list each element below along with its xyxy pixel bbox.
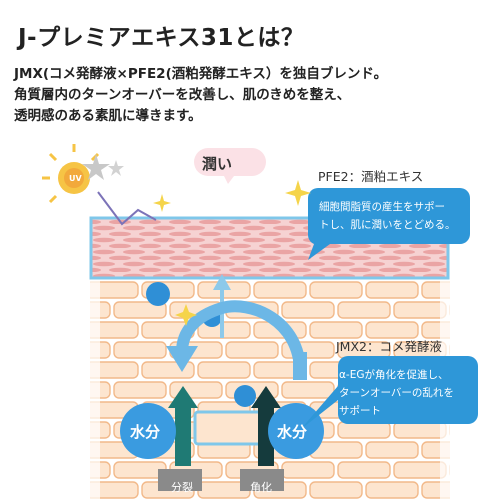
tag-keratinization-bg [240,469,284,491]
pfe2-bubble-line-1: 細胞間脂質の産生をサポー [319,201,445,213]
water-drop [234,385,256,407]
description: JMX(コメ発酵液×PFE2(酒粕発酵エキス）を独自ブレンド。 角質層内のターン… [14,64,387,127]
sparkle-icon [153,194,171,212]
water-drop [146,282,170,306]
moisture-label: 潤い [202,155,233,173]
jmx2-bubble-line-1: α-EGが角化を促進し、 [339,369,449,381]
turnover-arrow [176,300,306,373]
water-circle-left [120,403,176,459]
description-line-1: JMX(コメ発酵液×PFE2(酒粕発酵エキス）を独自ブレンド。 [14,66,388,82]
water-circle-right [268,403,324,459]
description-line-3: 透明感のある素肌に導きます。 [14,108,202,124]
jmx2-label: JMX2：コメ発酵液 [336,339,442,354]
page-title: J-プレミアエキス31とは？ [18,25,305,51]
sparkle-icon [175,304,197,326]
jmx2-bubble-line-3: サポート [339,405,381,417]
pfe2-bubble-text: 細胞間脂質の産生をサポー トし、肌に潤いをとどめる。 [319,198,456,234]
sparkle-icon [285,180,311,206]
moisture-bubble [194,148,266,184]
sun-icon [42,144,100,204]
pfe2-bubble [307,188,470,260]
skin-illustration [42,144,480,500]
star-icon [108,160,124,176]
uv-label: UV [69,174,82,183]
pfe2-bubble-line-2: トし、肌に潤いをとどめる。 [319,219,456,231]
water-label-left: 水分 [130,423,161,441]
division-arrow [175,406,191,466]
jmx2-bubble-text: α-EGが角化を促進し、 ターンオーバーの乱れを サポート [339,366,454,420]
keratinization-tag: 角化 [250,481,272,494]
tag-division-bg [158,469,202,491]
pfe2-label: PFE2：酒粕エキス [318,169,424,184]
lipid-frame [89,216,450,280]
star-icon [82,154,110,180]
uv-ray [97,191,157,226]
division-tag: 分裂 [171,481,193,494]
water-label-right: 水分 [277,423,308,441]
description-line-2: 角質層内のターンオーバーを改善し、肌のきめを整え、 [14,87,351,103]
skin-diagram: UV 潤い PFE2：酒粕エキス 細胞間脂質の産生をサポー トし、肌に潤いをとど… [0,140,500,500]
jmx2-bubble-line-2: ターンオーバーの乱れを [339,387,454,399]
jmx2-bubble [300,356,478,430]
